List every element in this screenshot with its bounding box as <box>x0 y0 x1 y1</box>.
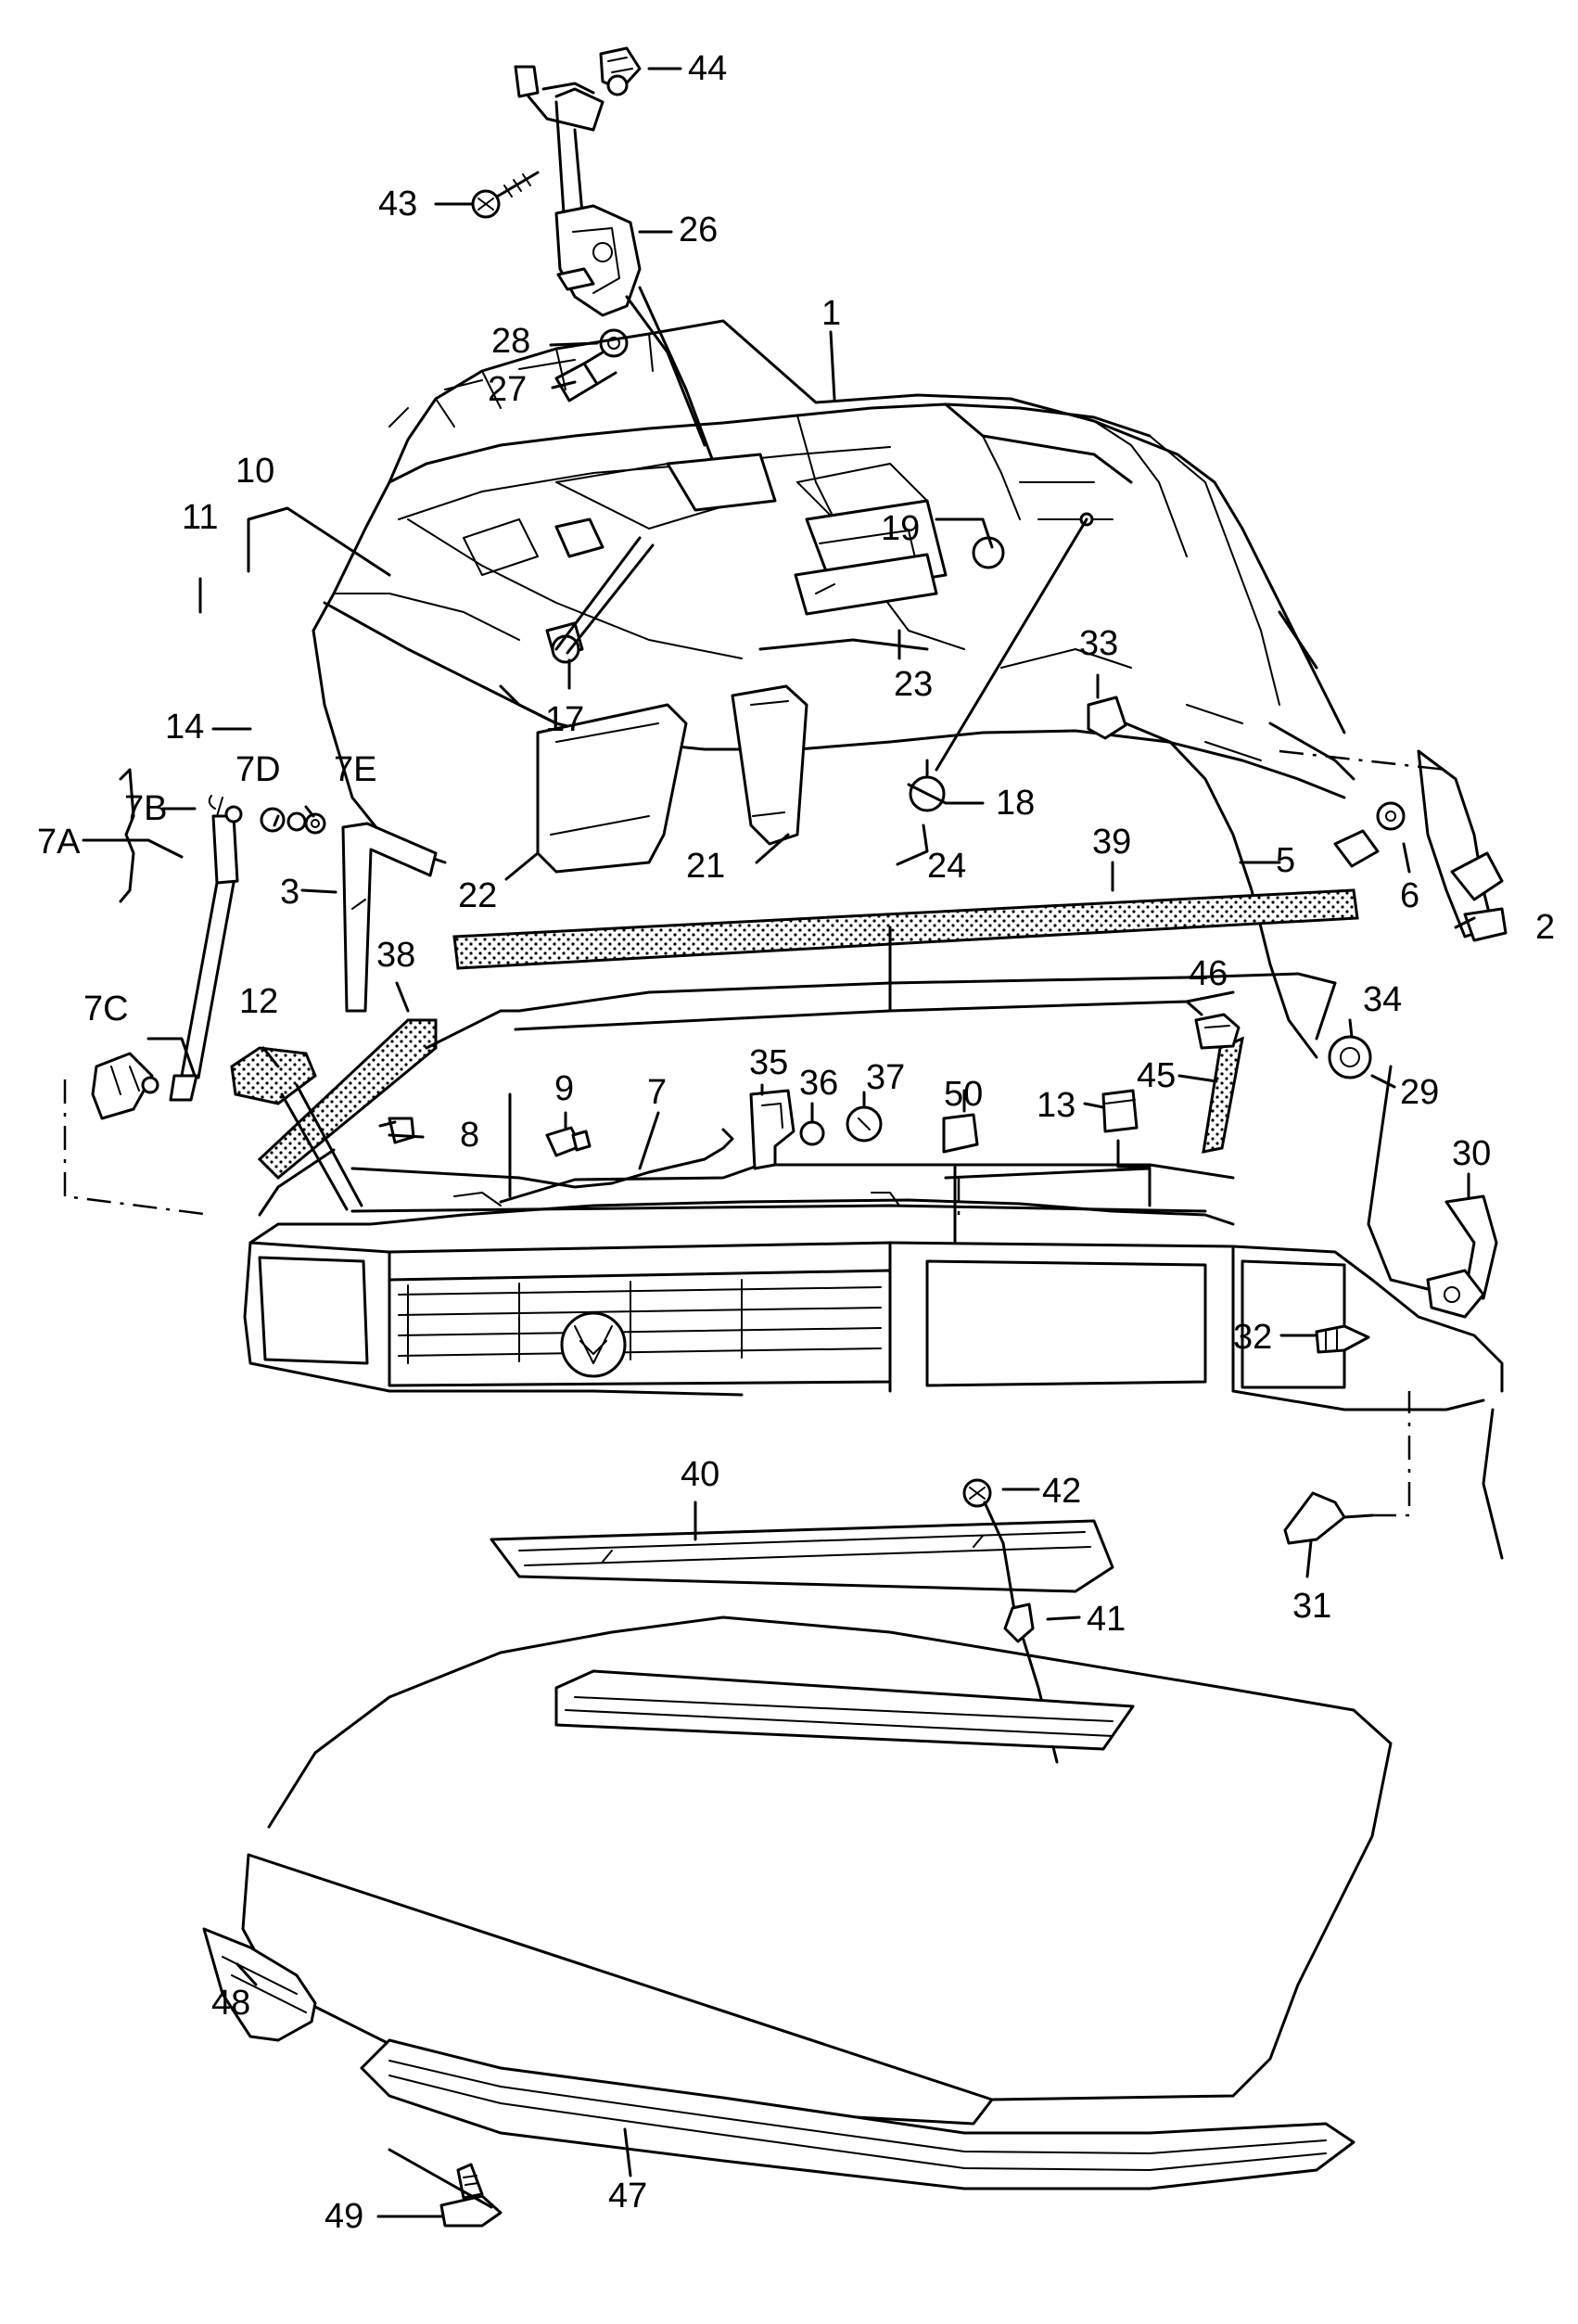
release-lever <box>1283 1194 1498 1545</box>
callout-30: 30 <box>1452 1134 1491 1173</box>
hose-clip <box>1194 1013 1241 1050</box>
callout-46: 46 <box>1189 954 1228 993</box>
callout-7: 7 <box>647 1073 667 1112</box>
callout-41: 41 <box>1087 1600 1126 1639</box>
gas-strut <box>169 795 326 1102</box>
callout-39: 39 <box>1092 823 1131 862</box>
bolt-27-washer-28 <box>554 328 629 402</box>
callout-18: 18 <box>996 784 1035 823</box>
front-end <box>243 1148 1504 1560</box>
hood-lock-assembly <box>514 46 716 466</box>
insulation-pads <box>536 553 938 874</box>
callout-3: 3 <box>280 873 299 912</box>
callout-49: 49 <box>325 2197 363 2236</box>
callout-26: 26 <box>679 211 718 249</box>
callout-7B: 7B <box>124 789 167 828</box>
callout-14: 14 <box>165 708 204 747</box>
callout-33: 33 <box>1079 624 1118 663</box>
callout-2: 2 <box>1535 908 1555 947</box>
callout-29: 29 <box>1400 1073 1439 1112</box>
callout-37: 37 <box>866 1058 905 1097</box>
callout-10: 10 <box>235 452 274 491</box>
callout-38: 38 <box>376 936 415 975</box>
callout-8: 8 <box>460 1116 479 1155</box>
callout-42: 42 <box>1042 1472 1081 1511</box>
callout-45: 45 <box>1137 1056 1176 1095</box>
callout-12: 12 <box>239 982 278 1021</box>
callout-1: 1 <box>821 294 841 333</box>
seals <box>257 888 1359 1198</box>
callout-13: 13 <box>1037 1086 1075 1125</box>
callout-23: 23 <box>894 665 933 704</box>
callout-32: 32 <box>1233 1318 1272 1357</box>
callout-24: 24 <box>927 847 966 886</box>
callout-44: 44 <box>688 49 727 88</box>
grille-trim <box>490 1478 1114 1764</box>
callout-35: 35 <box>749 1043 788 1082</box>
callout-6: 6 <box>1400 876 1419 915</box>
screw-43 <box>471 171 540 219</box>
release-rod <box>350 1117 734 1189</box>
callout-7D: 7D <box>235 750 281 789</box>
leader-lines <box>82 67 1476 2218</box>
callout-5: 5 <box>1276 841 1295 880</box>
callout-9: 9 <box>554 1069 574 1108</box>
strut-bracket <box>63 1052 212 1217</box>
callout-40: 40 <box>681 1455 719 1494</box>
callout-7C: 7C <box>83 990 129 1028</box>
grommets <box>545 512 1094 812</box>
callout-19: 19 <box>881 509 920 548</box>
small-parts-row <box>749 1089 1152 1224</box>
callout-28: 28 <box>491 322 530 361</box>
right-hinge <box>1279 749 1508 942</box>
callout-7A: 7A <box>37 823 81 862</box>
callout-bracket-7A <box>119 768 135 903</box>
callout-48: 48 <box>211 1984 250 2023</box>
callout-43: 43 <box>378 185 417 223</box>
callout-47: 47 <box>608 2177 647 2215</box>
callout-34: 34 <box>1363 980 1402 1019</box>
callout-labels: 1 2 3 5 6 7 7A 7B 7C 7D 7E 8 9 10 11 12 … <box>37 49 1555 2236</box>
support-strap <box>341 822 438 1013</box>
release-cable <box>1087 696 1430 1291</box>
callout-50: 50 <box>944 1075 983 1114</box>
callout-31: 31 <box>1292 1587 1331 1626</box>
callout-21: 21 <box>686 847 725 886</box>
callout-17: 17 <box>545 700 584 739</box>
callout-22: 22 <box>458 876 497 915</box>
callout-7E: 7E <box>334 750 376 789</box>
callout-11: 11 <box>182 498 218 537</box>
hood-inner-panel <box>312 319 1355 864</box>
hood-buffer <box>230 1046 363 1211</box>
callout-27: 27 <box>488 370 527 409</box>
callout-36: 36 <box>799 1064 838 1103</box>
hood-outer <box>202 1615 1393 2228</box>
